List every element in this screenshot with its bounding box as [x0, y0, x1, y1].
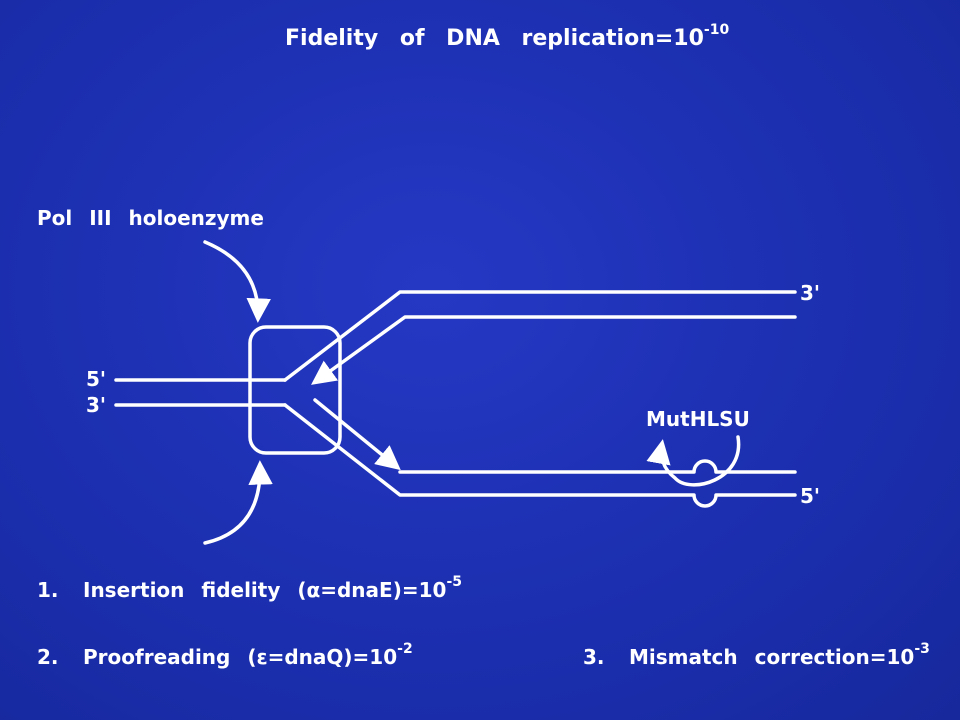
muthlsu-arrow: [646, 435, 741, 487]
pol-iii-label: Pol III holoenzyme: [37, 206, 264, 230]
lower-template-strand: [283, 403, 797, 508]
muthlsu-label: MutHLSU: [646, 407, 750, 431]
lower-inner-strand: [398, 459, 797, 474]
list-item: 2.Proofreading (ε=dnaQ)=10-2: [37, 641, 413, 669]
right-bottom-end-label: 5': [800, 484, 821, 508]
bottom-arrow: [203, 460, 273, 545]
right-top-end-label: 3': [800, 281, 821, 305]
list-item: 1.Insertion fidelity (α=dnaE)=10-5: [37, 574, 462, 602]
left-top-end-label: 5': [86, 367, 107, 391]
diagram-title: Fidelity of DNA replication=10-10: [285, 22, 730, 51]
upper-template-strand: [283, 290, 797, 382]
upper-nascent-strand: [311, 315, 797, 385]
lower-nascent-strand: [313, 398, 401, 471]
list-item: 3.Mismatch correction=10-3: [583, 641, 930, 669]
polymerase-box: [248, 325, 342, 455]
left-bottom-end-label: 3': [86, 393, 107, 417]
pol-iii-arrow: [203, 240, 271, 323]
